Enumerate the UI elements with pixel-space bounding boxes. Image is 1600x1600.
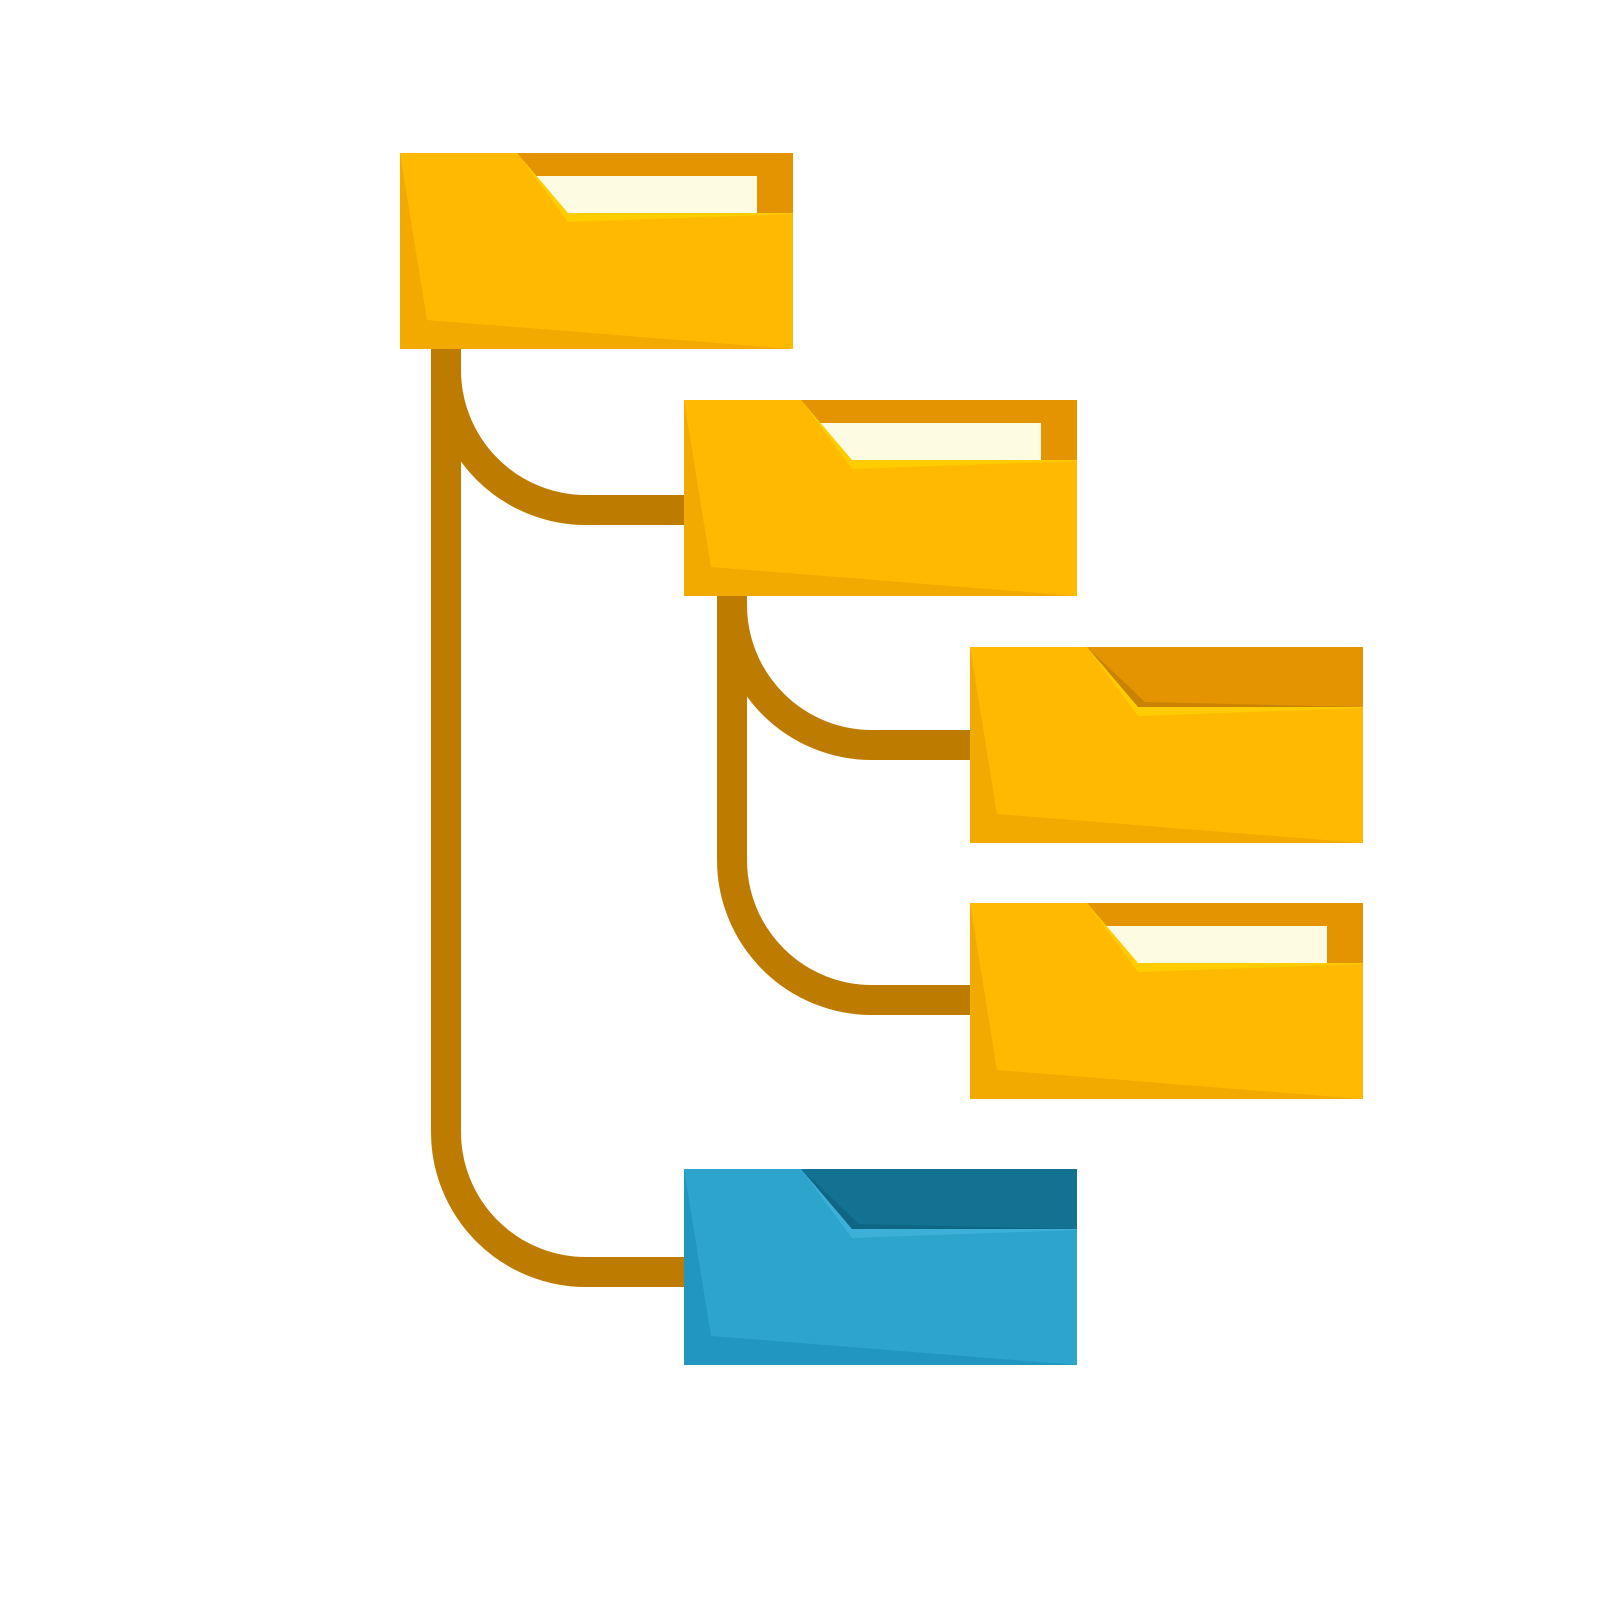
folder-shade	[970, 647, 1363, 843]
folder-front	[970, 647, 1363, 843]
connector-subfolder-1-to-subfolder-1-1	[717, 595, 974, 760]
connector-subfolder-1-to-subfolder-1-2	[717, 595, 974, 1015]
root-folder-icon	[400, 153, 793, 349]
subfolder-1-1-icon	[970, 647, 1363, 843]
folder-shade	[400, 153, 793, 349]
subfolder-1-icon	[684, 400, 1077, 596]
folder-shade	[684, 400, 1077, 596]
folder-shade	[970, 903, 1363, 1099]
folder-shade	[684, 1169, 1077, 1365]
connector-root-folder-to-subfolder-2	[431, 348, 688, 1287]
folder-front	[684, 1169, 1077, 1365]
connectors	[431, 348, 974, 1287]
folders	[400, 153, 1363, 1365]
subfolder-1-2-icon	[970, 903, 1363, 1099]
folder-front	[400, 153, 793, 349]
connector-root-folder-to-subfolder-1	[431, 348, 688, 525]
folder-front	[684, 400, 1077, 596]
folder-front	[970, 903, 1363, 1099]
subfolder-2-icon	[684, 1169, 1077, 1365]
